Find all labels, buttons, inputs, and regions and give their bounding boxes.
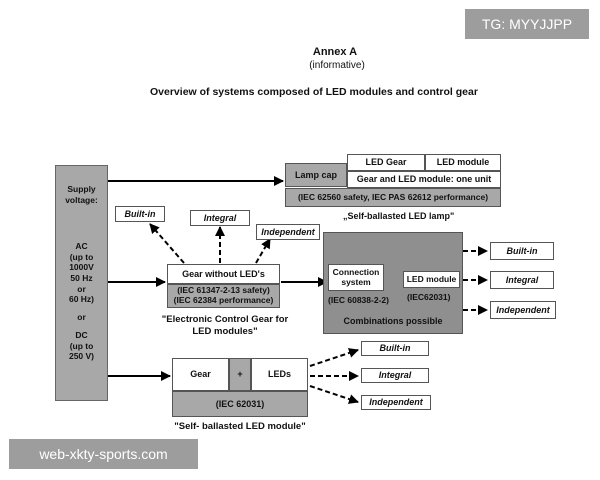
ecg-caption: "Electronic Control Gear for LED modules… (161, 314, 289, 337)
sbm-caption: "Self- ballasted LED module" (174, 421, 306, 432)
combo-integral-label: Integral (505, 274, 539, 285)
watermark-top: TG: MYYJJPP (465, 9, 589, 39)
combo-integral-box: Integral (490, 271, 554, 289)
lamp-cap-box: Lamp cap (285, 163, 347, 187)
connection-system-label: Connection system (332, 266, 380, 287)
ecg-integral-box: Integral (190, 210, 250, 226)
lamp-led-gear-label: LED Gear (365, 157, 407, 168)
lamp-led-module-label: LED module (436, 157, 490, 168)
supply-voltage-box: Supply voltage: AC (up to 1000V 50 Hz or… (55, 165, 108, 401)
sbm-independent-box: Independent (361, 395, 431, 410)
combo-builtin-box: Built-in (490, 242, 554, 260)
combo-led-module-label: LED module (406, 273, 457, 284)
arrow-module-builtin (309, 348, 359, 367)
sbm-builtin-box: Built-in (361, 341, 429, 356)
lamp-one-unit-box: Gear and LED module: one unit (347, 171, 501, 188)
combo-led-module-box: LED module (403, 271, 460, 288)
combo-independent-box: Independent (490, 301, 556, 319)
gear-without-leds-label: Gear without LED's (182, 268, 265, 279)
sbm-gear-label: Gear (190, 369, 211, 380)
connection-system-box: Connection system (328, 264, 384, 291)
supply-ac: AC (up to 1000V 50 Hz or 60 Hz) (68, 241, 95, 305)
sbm-integral-box: Integral (361, 368, 429, 383)
lamp-cap-label: Lamp cap (294, 169, 337, 180)
ecg-independent-box: Independent (256, 224, 320, 240)
combo-led-module-standard: (IEC62031) (407, 292, 451, 302)
combo-independent-label: Independent (496, 304, 550, 315)
supply-or: or (77, 312, 86, 322)
sbm-builtin-label: Built-in (379, 343, 411, 354)
ecg-builtin-label: Built-in (124, 208, 156, 219)
sbm-leds-label: LEDs (267, 369, 291, 380)
gear-standards-box: (IEC 61347-2-13 safety) (IEC 62384 perfo… (167, 284, 280, 308)
connection-standard: (IEC 60838-2-2) (328, 295, 389, 305)
annex-heading: Annex A (312, 46, 358, 58)
ecg-builtin-box: Built-in (115, 206, 165, 222)
lamp-standards-label: (IEC 62560 safety, IEC PAS 62612 perform… (297, 191, 489, 202)
supply-label: Supply voltage: (65, 184, 98, 205)
sbm-standard-label: (IEC 62031) (215, 398, 265, 409)
ecg-independent-label: Independent (261, 226, 315, 237)
sbm-integral-label: Integral (378, 370, 412, 381)
supply-dc: DC (up to 250 V) (68, 330, 95, 362)
combo-builtin-label: Built-in (506, 245, 538, 256)
lamp-led-module-box: LED module (425, 154, 501, 171)
page-title: Overview of systems composed of LED modu… (150, 86, 478, 98)
lamp-standards-box: (IEC 62560 safety, IEC PAS 62612 perform… (285, 188, 501, 207)
arrow-module-independent (309, 385, 359, 404)
arrow-gear-independent (255, 238, 271, 264)
gear-standards-label: (IEC 61347-2-13 safety) (IEC 62384 perfo… (173, 285, 274, 305)
combinations-caption: Combinations possible (343, 316, 443, 326)
sbm-gear-box: Gear (172, 358, 229, 391)
informative-note: (informative) (309, 60, 365, 71)
sbm-independent-label: Independent (369, 397, 423, 408)
sbm-plus-box: + (229, 358, 251, 391)
watermark-bottom: web-xkty-sports.com (9, 439, 198, 469)
sbm-standard-box: (IEC 62031) (172, 391, 308, 417)
arrow-gear-builtin (149, 223, 185, 264)
ecg-integral-label: Integral (203, 212, 237, 223)
lamp-led-gear-box: LED Gear (347, 154, 425, 171)
sbm-leds-box: LEDs (251, 358, 308, 391)
lamp-one-unit-label: Gear and LED module: one unit (356, 174, 492, 185)
lamp-caption: „Self-ballasted LED lamp" (343, 211, 455, 221)
sbm-plus-label: + (237, 369, 243, 380)
gear-without-leds-box: Gear without LED's (167, 264, 280, 284)
